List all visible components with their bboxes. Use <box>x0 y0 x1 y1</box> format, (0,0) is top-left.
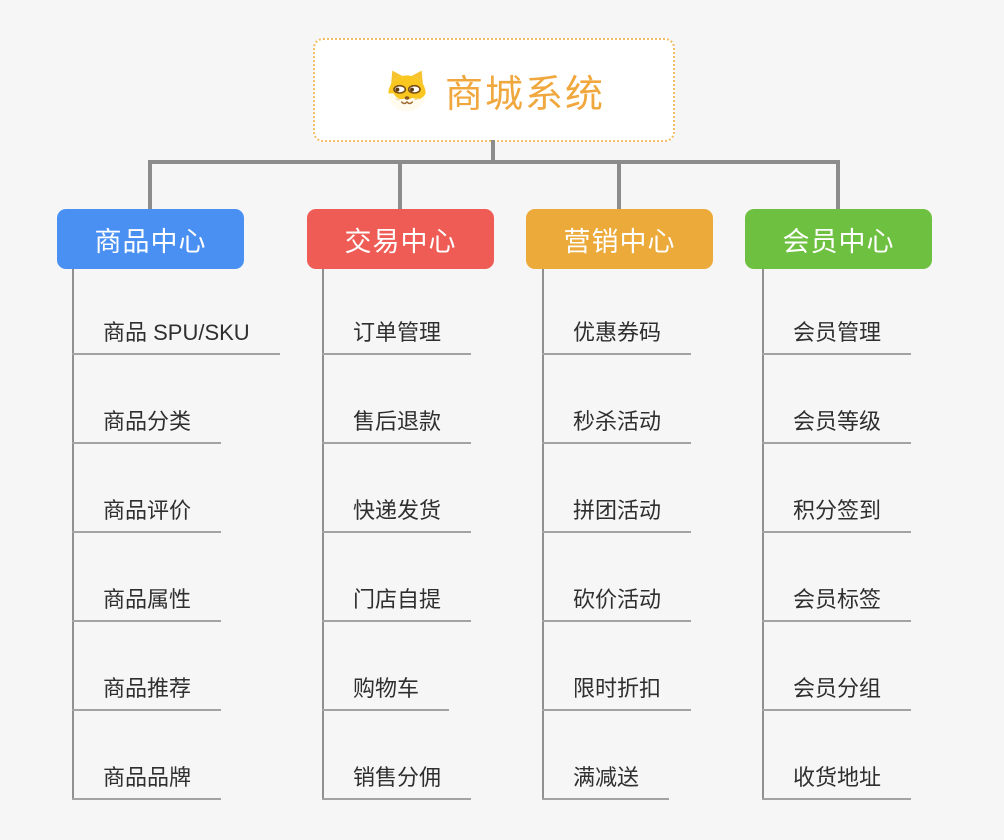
leaf-node[interactable]: 订单管理 <box>322 320 472 355</box>
leaf-node[interactable]: 满减送 <box>542 765 670 800</box>
connector-root-stub <box>491 140 495 162</box>
leaf-node[interactable]: 商品分类 <box>72 409 222 444</box>
trunk-line-products <box>72 269 74 800</box>
leaf-node[interactable]: 限时折扣 <box>542 676 692 711</box>
trunk-line-marketing <box>542 269 544 800</box>
leaf-node[interactable]: 商品属性 <box>72 587 222 622</box>
connector-drop-trade <box>398 160 402 209</box>
leaf-node[interactable]: 砍价活动 <box>542 587 692 622</box>
connector-drop-members <box>836 160 840 209</box>
leaf-node[interactable]: 商品推荐 <box>72 676 222 711</box>
leaf-node[interactable]: 售后退款 <box>322 409 472 444</box>
branch-node-marketing[interactable]: 营销中心 <box>526 209 713 269</box>
leaf-node[interactable]: 销售分佣 <box>322 765 472 800</box>
branch-node-members[interactable]: 会员中心 <box>745 209 932 269</box>
connector-bus <box>148 160 840 164</box>
leaf-node[interactable]: 积分签到 <box>762 498 912 533</box>
leaf-node[interactable]: 门店自提 <box>322 587 472 622</box>
branch-node-products[interactable]: 商品中心 <box>57 209 244 269</box>
leaf-node[interactable]: 收货地址 <box>762 765 912 800</box>
trunk-line-trade <box>322 269 324 800</box>
leaf-node[interactable]: 会员等级 <box>762 409 912 444</box>
connector-drop-marketing <box>617 160 621 209</box>
leaf-node[interactable]: 会员管理 <box>762 320 912 355</box>
leaf-node[interactable]: 拼团活动 <box>542 498 692 533</box>
leaf-node[interactable]: 商品 SPU/SKU <box>72 320 280 355</box>
root-title: 商城系统 <box>444 73 605 116</box>
leaf-node[interactable]: 快递发货 <box>322 498 472 533</box>
connector-drop-products <box>148 160 152 209</box>
leaf-node[interactable]: 会员分组 <box>762 676 912 711</box>
branch-node-trade[interactable]: 交易中心 <box>307 209 494 269</box>
dog-face-icon <box>388 70 426 112</box>
leaf-node[interactable]: 商品评价 <box>72 498 222 533</box>
trunk-line-members <box>762 269 764 800</box>
leaf-node[interactable]: 优惠券码 <box>542 320 692 355</box>
root-node[interactable]: 商城系统 <box>313 38 675 142</box>
leaf-node[interactable]: 会员标签 <box>762 587 912 622</box>
leaf-node[interactable]: 秒杀活动 <box>542 409 692 444</box>
leaf-node[interactable]: 商品品牌 <box>72 765 222 800</box>
leaf-node[interactable]: 购物车 <box>322 676 450 711</box>
